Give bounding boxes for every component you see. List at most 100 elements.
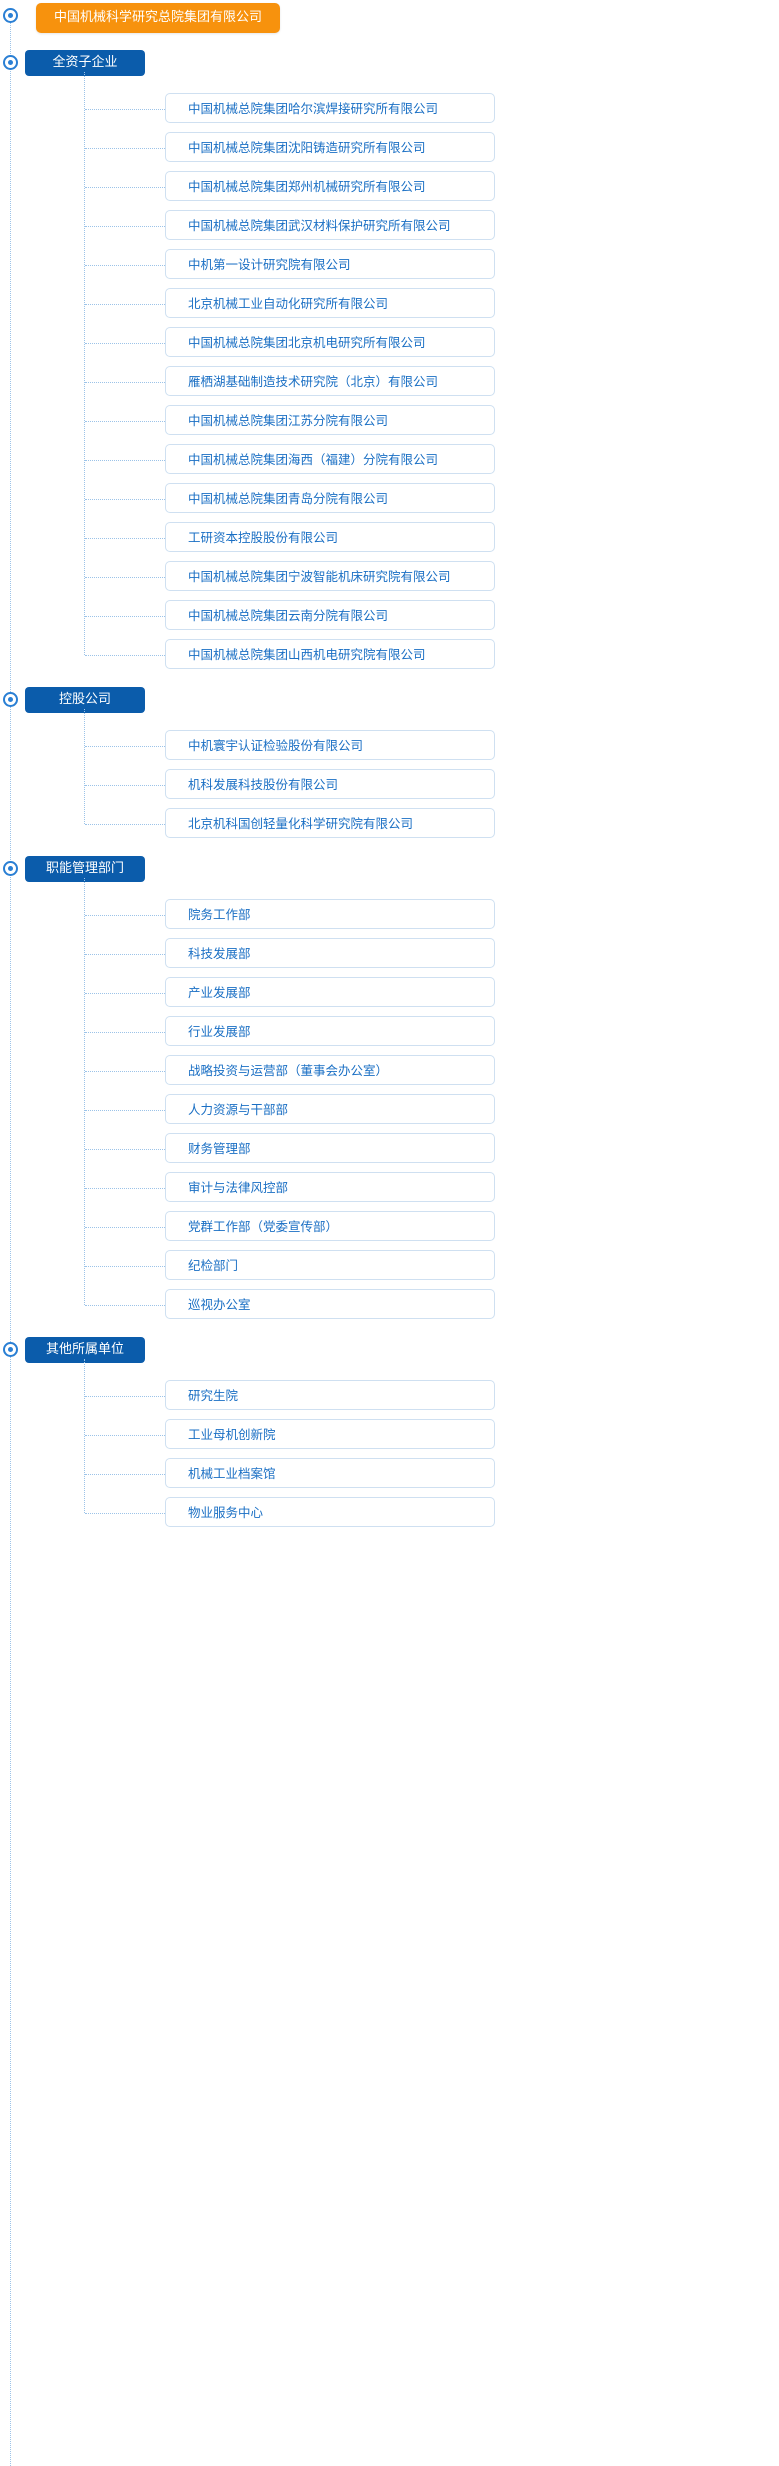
org-item-card[interactable]: 机械工业档案馆: [165, 1458, 495, 1488]
root-node-marker-icon: [3, 8, 18, 23]
org-item-card[interactable]: 中国机械总院集团宁波智能机床研究院有限公司: [165, 561, 495, 591]
org-item-card[interactable]: 物业服务中心: [165, 1497, 495, 1527]
item-connector-line: [85, 109, 165, 111]
org-item-row: 中国机械总院集团郑州机械研究所有限公司: [0, 168, 779, 207]
section-children: 中国机械总院集团哈尔滨焊接研究所有限公司中国机械总院集团沈阳铸造研究所有限公司中…: [0, 72, 779, 683]
org-item-card[interactable]: 财务管理部: [165, 1133, 495, 1163]
item-connector-line: [85, 1071, 165, 1073]
org-item-row: 中机第一设计研究院有限公司: [0, 246, 779, 285]
org-item-card[interactable]: 科技发展部: [165, 938, 495, 968]
item-connector-line: [85, 655, 165, 657]
org-item-row: 战略投资与运营部（董事会办公室）: [0, 1052, 779, 1091]
org-item-row: 机械工业档案馆: [0, 1455, 779, 1494]
org-item-card[interactable]: 工业母机创新院: [165, 1419, 495, 1449]
org-item-card[interactable]: 院务工作部: [165, 899, 495, 929]
org-item-row: 中国机械总院集团宁波智能机床研究院有限公司: [0, 558, 779, 597]
org-item-card[interactable]: 中国机械总院集团云南分院有限公司: [165, 600, 495, 630]
section-children: 院务工作部科技发展部产业发展部行业发展部战略投资与运营部（董事会办公室） 人力资源…: [0, 878, 779, 1333]
org-item-card[interactable]: 研究生院: [165, 1380, 495, 1410]
item-connector-line: [85, 1149, 165, 1151]
item-connector-line: [85, 421, 165, 423]
org-item-card[interactable]: 战略投资与运营部（董事会办公室）: [165, 1055, 495, 1085]
org-item-row: 中国机械总院集团山西机电研究院有限公司: [0, 636, 779, 675]
item-connector-line: [85, 824, 165, 826]
org-item-card[interactable]: 中国机械总院集团江苏分院有限公司: [165, 405, 495, 435]
item-connector-line: [85, 616, 165, 618]
org-item-row: 中机寰宇认证检验股份有限公司: [0, 727, 779, 766]
org-item-row: 研究生院: [0, 1377, 779, 1416]
section-connector-line: [84, 72, 86, 655]
org-item-card[interactable]: 巡视办公室: [165, 1289, 495, 1319]
item-connector-line: [85, 499, 165, 501]
org-item-card[interactable]: 中国机械总院集团海西（福建）分院有限公司: [165, 444, 495, 474]
org-item-row: 党群工作部（党委宣传部）: [0, 1208, 779, 1247]
section-connector-line: [84, 1359, 86, 1513]
section-connector-line: [84, 709, 86, 824]
section-header: 全资子企业: [0, 46, 779, 90]
org-item-card[interactable]: 党群工作部（党委宣传部）: [165, 1211, 495, 1241]
org-item-card[interactable]: 中国机械总院集团哈尔滨焊接研究所有限公司: [165, 93, 495, 123]
org-item-card[interactable]: 工研资本控股股份有限公司: [165, 522, 495, 552]
section-connector-line: [84, 878, 86, 1305]
item-connector-line: [85, 1513, 165, 1515]
section-button-2[interactable]: 职能管理部门: [25, 856, 145, 882]
org-item-card[interactable]: 产业发展部: [165, 977, 495, 1007]
item-connector-line: [85, 1435, 165, 1437]
item-connector-line: [85, 954, 165, 956]
org-item-row: 院务工作部: [0, 896, 779, 935]
org-item-row: 工研资本控股股份有限公司: [0, 519, 779, 558]
section-button-1[interactable]: 控股公司: [25, 687, 145, 713]
org-item-card[interactable]: 北京机械工业自动化研究所有限公司: [165, 288, 495, 318]
item-connector-line: [85, 1032, 165, 1034]
org-item-row: 中国机械总院集团沈阳铸造研究所有限公司: [0, 129, 779, 168]
org-section: 控股公司中机寰宇认证检验股份有限公司机科发展科技股份有限公司北京机科国创轻量化科…: [0, 683, 779, 852]
org-item-row: 物业服务中心: [0, 1494, 779, 1533]
org-item-row: 科技发展部: [0, 935, 779, 974]
org-item-row: 中国机械总院集团江苏分院有限公司: [0, 402, 779, 441]
section-header: 职能管理部门: [0, 852, 779, 896]
org-item-card[interactable]: 中国机械总院集团山西机电研究院有限公司: [165, 639, 495, 669]
org-item-card[interactable]: 中国机械总院集团武汉材料保护研究所有限公司: [165, 210, 495, 240]
org-item-card[interactable]: 北京机科国创轻量化科学研究院有限公司: [165, 808, 495, 838]
main-connector-line: [10, 22, 12, 2466]
item-connector-line: [85, 265, 165, 267]
section-list: 全资子企业中国机械总院集团哈尔滨焊接研究所有限公司中国机械总院集团沈阳铸造研究所…: [0, 46, 779, 1541]
org-item-row: 产业发展部: [0, 974, 779, 1013]
org-item-card[interactable]: 中国机械总院集团郑州机械研究所有限公司: [165, 171, 495, 201]
org-section: 职能管理部门院务工作部科技发展部产业发展部行业发展部战略投资与运营部（董事会办公…: [0, 852, 779, 1333]
org-item-row: 财务管理部: [0, 1130, 779, 1169]
org-item-card[interactable]: 中国机械总院集团沈阳铸造研究所有限公司: [165, 132, 495, 162]
org-item-card[interactable]: 中机寰宇认证检验股份有限公司: [165, 730, 495, 760]
item-connector-line: [85, 1396, 165, 1398]
org-item-card[interactable]: 中国机械总院集团北京机电研究所有限公司: [165, 327, 495, 357]
root-node[interactable]: 中国机械科学研究总院集团有限公司: [36, 3, 281, 33]
org-item-row: 人力资源与干部部: [0, 1091, 779, 1130]
org-item-card[interactable]: 行业发展部: [165, 1016, 495, 1046]
item-connector-line: [85, 1474, 165, 1476]
section-node-marker-icon: [3, 861, 18, 876]
org-item-card[interactable]: 中国机械总院集团青岛分院有限公司: [165, 483, 495, 513]
item-connector-line: [85, 460, 165, 462]
item-connector-line: [85, 187, 165, 189]
section-button-3[interactable]: 其他所属单位: [25, 1337, 145, 1363]
section-node-marker-icon: [3, 1342, 18, 1357]
org-item-row: 中国机械总院集团云南分院有限公司: [0, 597, 779, 636]
item-connector-line: [85, 746, 165, 748]
org-item-card[interactable]: 雁栖湖基础制造技术研究院（北京）有限公司: [165, 366, 495, 396]
org-item-card[interactable]: 机科发展科技股份有限公司: [165, 769, 495, 799]
org-item-card[interactable]: 人力资源与干部部: [165, 1094, 495, 1124]
org-item-card[interactable]: 中机第一设计研究院有限公司: [165, 249, 495, 279]
org-item-row: 中国机械总院集团青岛分院有限公司: [0, 480, 779, 519]
org-item-row: 中国机械总院集团哈尔滨焊接研究所有限公司: [0, 90, 779, 129]
item-connector-line: [85, 226, 165, 228]
org-item-row: 北京机科国创轻量化科学研究院有限公司: [0, 805, 779, 844]
org-item-row: 纪检部门: [0, 1247, 779, 1286]
section-children: 中机寰宇认证检验股份有限公司机科发展科技股份有限公司北京机科国创轻量化科学研究院…: [0, 709, 779, 852]
section-button-0[interactable]: 全资子企业: [25, 50, 145, 76]
org-item-card[interactable]: 审计与法律风控部: [165, 1172, 495, 1202]
section-node-marker-icon: [3, 55, 18, 70]
org-item-card[interactable]: 纪检部门: [165, 1250, 495, 1280]
root-row: 中国机械科学研究总院集团有限公司: [0, 0, 779, 46]
item-connector-line: [85, 1227, 165, 1229]
